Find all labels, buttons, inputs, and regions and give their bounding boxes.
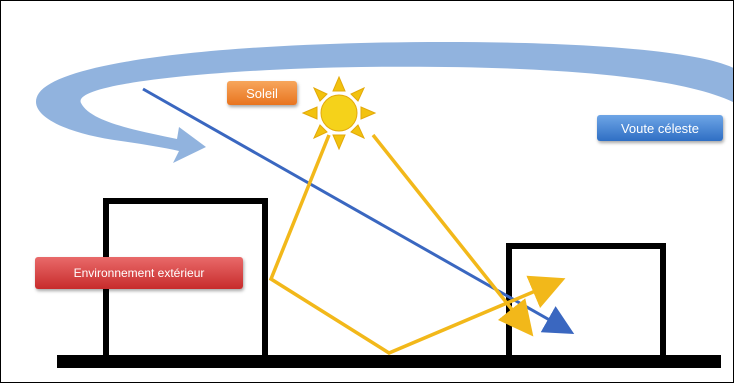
direct-sun-ray bbox=[371, 133, 534, 337]
sun-label: Soleil bbox=[227, 81, 297, 105]
sky-vault-label: Voute céleste bbox=[597, 115, 723, 141]
ground bbox=[57, 355, 721, 368]
sun-icon bbox=[301, 75, 377, 151]
reflected-ray-ground bbox=[268, 134, 566, 355]
environment-label: Environnement extérieur bbox=[35, 257, 243, 289]
direct-sky-ray bbox=[142, 87, 575, 334]
sky-vault-arc bbox=[36, 41, 733, 163]
right-building bbox=[506, 243, 666, 357]
